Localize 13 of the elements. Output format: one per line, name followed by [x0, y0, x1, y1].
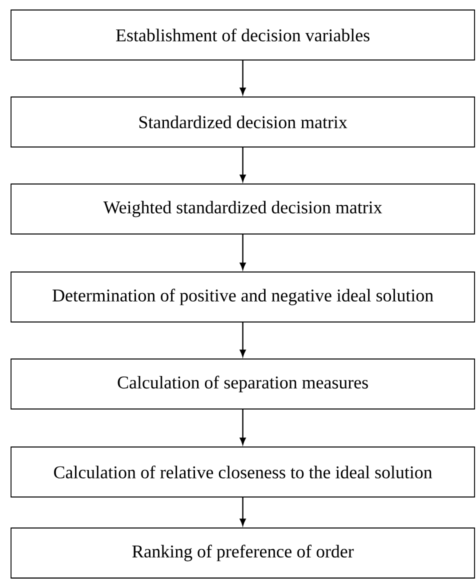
arrow	[240, 497, 246, 526]
arrow	[240, 234, 246, 270]
arrow	[240, 60, 246, 95]
arrow	[240, 322, 246, 357]
arrow	[240, 147, 246, 182]
process-box: Weighted standardized decision matrix	[10, 184, 475, 234]
arrow	[240, 409, 246, 445]
process-box: Standardized decision matrix	[10, 96, 475, 148]
process-box: Ranking of preference of order	[10, 528, 475, 578]
process-box: Determination of positive and negative ideal solution	[10, 272, 475, 322]
process-box: Calculation of relative closeness to the ideal solution	[10, 446, 475, 498]
process-box: Calculation of separation measures	[10, 358, 475, 410]
process-box: Establishment of decision variables	[10, 10, 475, 60]
